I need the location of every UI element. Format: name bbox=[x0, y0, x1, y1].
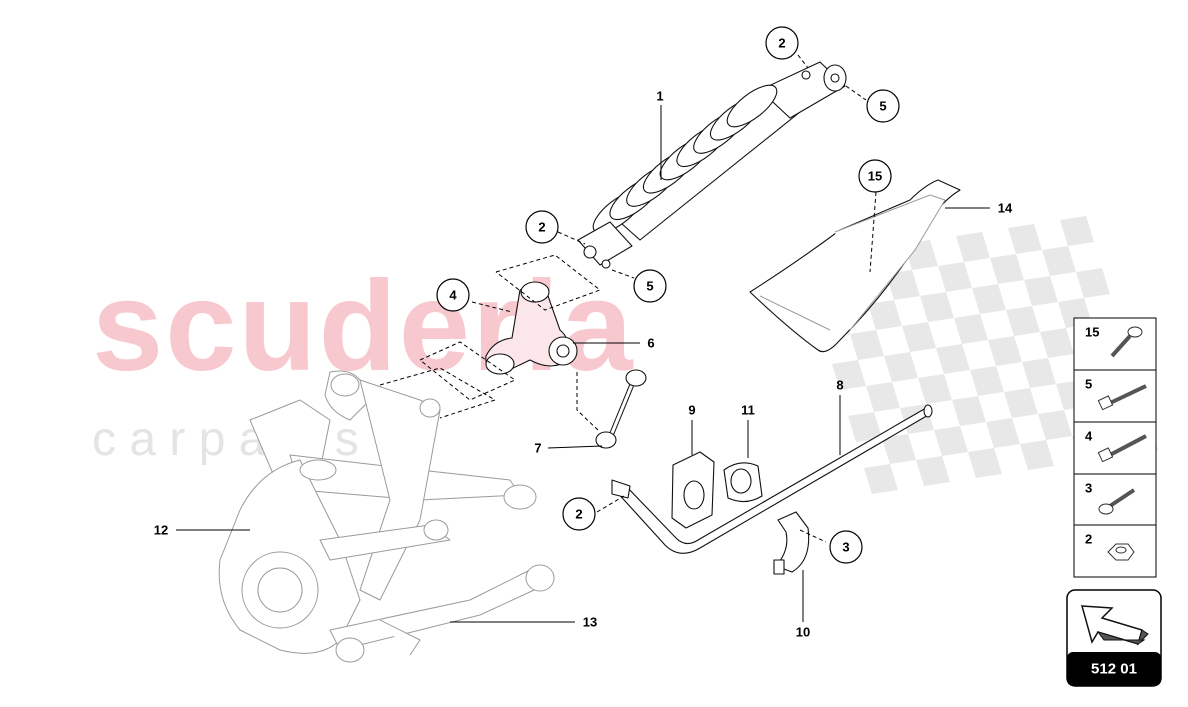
checker-square bbox=[990, 254, 1024, 284]
checker-square bbox=[1076, 268, 1110, 298]
checker-square bbox=[1020, 440, 1054, 470]
label-12[interactable]: 12 bbox=[154, 523, 168, 538]
nut-icon bbox=[1107, 543, 1135, 561]
checker-square bbox=[848, 412, 882, 442]
svg-text:2: 2 bbox=[778, 36, 785, 51]
checker-square bbox=[850, 330, 884, 360]
page-code: 512 01 bbox=[1091, 661, 1137, 678]
callout-4[interactable]: 4 bbox=[436, 278, 470, 312]
checker-square bbox=[864, 464, 898, 494]
checker-square bbox=[902, 322, 936, 352]
drop-link[interactable] bbox=[595, 369, 647, 449]
hardware-row-2[interactable]: 2 bbox=[1085, 532, 1135, 561]
svg-text:5: 5 bbox=[646, 279, 653, 294]
checker-square bbox=[1004, 388, 1038, 418]
label-8[interactable]: 8 bbox=[836, 378, 843, 393]
arrow-icon bbox=[1080, 605, 1149, 646]
callout-2-mid[interactable]: 2 bbox=[525, 210, 559, 244]
bolt-icon bbox=[1097, 434, 1147, 463]
hardware-row-5[interactable]: 5 bbox=[1085, 377, 1147, 411]
checker-square bbox=[934, 426, 968, 456]
checker-square bbox=[954, 314, 988, 344]
label-7[interactable]: 7 bbox=[534, 441, 541, 456]
label-1[interactable]: 1 bbox=[656, 89, 663, 104]
callout-15[interactable]: 15 bbox=[858, 159, 892, 193]
svg-text:4: 4 bbox=[1085, 429, 1093, 444]
callout-5-top[interactable]: 5 bbox=[866, 89, 900, 123]
shock-absorber[interactable] bbox=[577, 61, 847, 269]
clamp-10[interactable] bbox=[773, 511, 810, 575]
checker-square bbox=[936, 344, 970, 374]
bolt-icon bbox=[1097, 384, 1147, 411]
checker-square bbox=[970, 366, 1004, 396]
callout-3[interactable]: 3 bbox=[829, 530, 863, 564]
checker-square bbox=[1038, 410, 1072, 440]
checker-square bbox=[1040, 328, 1074, 358]
page-badge[interactable]: 512 01 bbox=[1066, 589, 1162, 687]
checker-square bbox=[972, 284, 1006, 314]
lower-control-arm[interactable] bbox=[329, 564, 555, 663]
bushing-11[interactable] bbox=[723, 462, 763, 503]
heat-shield[interactable] bbox=[749, 179, 961, 353]
hardware-row-4[interactable]: 4 bbox=[1085, 429, 1147, 463]
label-11[interactable]: 11 bbox=[741, 403, 755, 418]
checker-square bbox=[938, 262, 972, 292]
hardware-row-15[interactable]: 15 bbox=[1085, 325, 1143, 358]
callout-5-mid[interactable]: 5 bbox=[633, 269, 667, 303]
checker-square bbox=[986, 418, 1020, 448]
checker-square bbox=[1024, 276, 1058, 306]
hardware-reference-panel: 15 5 4 3 bbox=[1073, 317, 1157, 578]
spring-coil bbox=[726, 84, 778, 128]
leader-lines bbox=[176, 54, 990, 623]
svg-text:4: 4 bbox=[449, 288, 457, 303]
checker-square bbox=[866, 382, 900, 412]
label-9[interactable]: 9 bbox=[688, 403, 695, 418]
checker-square bbox=[1006, 306, 1040, 336]
bolt-icon bbox=[1098, 488, 1136, 515]
svg-text:2: 2 bbox=[1085, 532, 1092, 547]
checker-square bbox=[1008, 224, 1042, 254]
checker-square bbox=[952, 396, 986, 426]
callout-2-bar[interactable]: 2 bbox=[562, 497, 596, 531]
checker-square bbox=[916, 456, 950, 486]
rocker-arm[interactable] bbox=[485, 281, 578, 375]
svg-text:15: 15 bbox=[1085, 325, 1099, 340]
checker-square bbox=[1042, 246, 1076, 276]
label-6[interactable]: 6 bbox=[647, 336, 654, 351]
label-14[interactable]: 14 bbox=[998, 201, 1013, 216]
checker-square bbox=[884, 352, 918, 382]
checker-square bbox=[918, 374, 952, 404]
hardware-row-3[interactable]: 3 bbox=[1085, 481, 1136, 515]
callout-2-top[interactable]: 2 bbox=[765, 26, 799, 60]
checker-square bbox=[1022, 358, 1056, 388]
checker-square bbox=[832, 360, 866, 390]
svg-text:15: 15 bbox=[868, 169, 882, 184]
stabilizer-bar[interactable] bbox=[611, 404, 933, 554]
svg-text:5: 5 bbox=[879, 99, 886, 114]
checker-square bbox=[882, 434, 916, 464]
checker-square bbox=[868, 300, 902, 330]
bracket-9[interactable] bbox=[671, 451, 715, 529]
wheel-carrier-assembly[interactable] bbox=[218, 370, 537, 654]
svg-text:3: 3 bbox=[842, 540, 849, 555]
svg-text:2: 2 bbox=[538, 220, 545, 235]
svg-text:5: 5 bbox=[1085, 377, 1092, 392]
bolt-icon bbox=[1110, 326, 1143, 358]
label-13[interactable]: 13 bbox=[583, 615, 597, 630]
checker-square bbox=[956, 232, 990, 262]
label-10[interactable]: 10 bbox=[796, 625, 810, 640]
checker-square bbox=[968, 448, 1002, 478]
checker-square bbox=[920, 292, 954, 322]
svg-text:3: 3 bbox=[1085, 481, 1092, 496]
checker-square bbox=[1060, 216, 1094, 246]
coil-spring bbox=[592, 84, 778, 234]
svg-text:2: 2 bbox=[575, 507, 582, 522]
checker-square bbox=[988, 336, 1022, 366]
